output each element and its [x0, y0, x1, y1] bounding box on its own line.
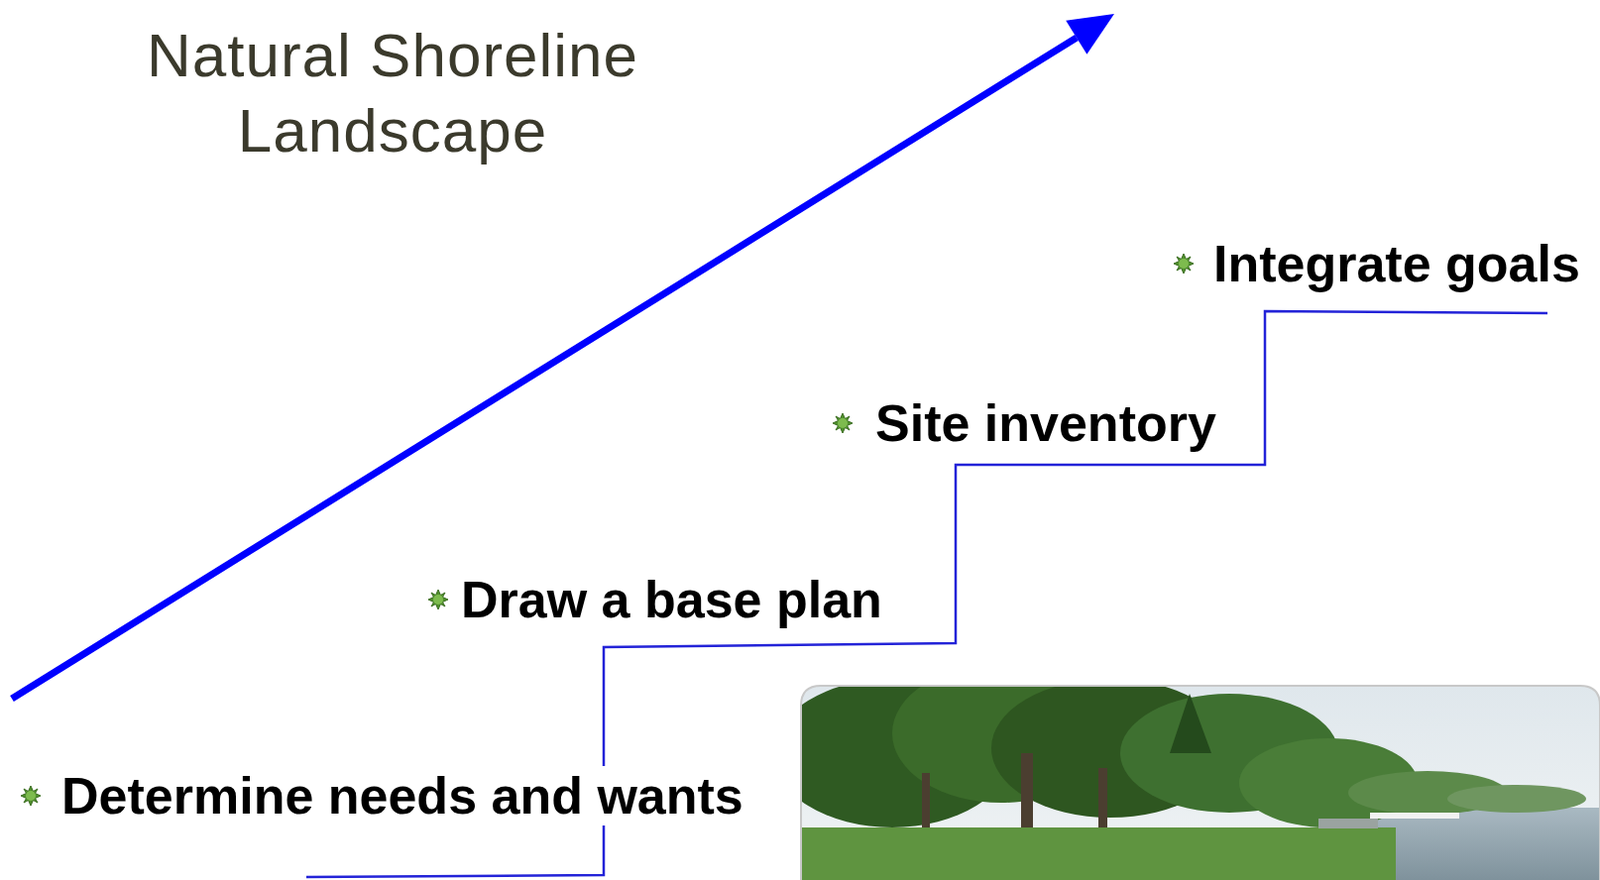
- bullet-symbol: [428, 589, 449, 610]
- step-label: Site inventory: [873, 393, 1219, 454]
- step-label: Draw a base plan: [458, 570, 885, 630]
- step-label: Determine needs and wants: [59, 766, 746, 826]
- bullet-symbol: [832, 413, 853, 434]
- photo-frame: [800, 685, 1600, 880]
- progress-arrow: [11, 13, 1115, 699]
- shoreline-photo: [773, 664, 1600, 880]
- bullet-symbol: [20, 786, 41, 806]
- bullet-symbol: [1173, 253, 1194, 274]
- slide-title: Natural Shoreline Landscape: [65, 17, 720, 168]
- step-label: Integrate goals: [1211, 233, 1583, 294]
